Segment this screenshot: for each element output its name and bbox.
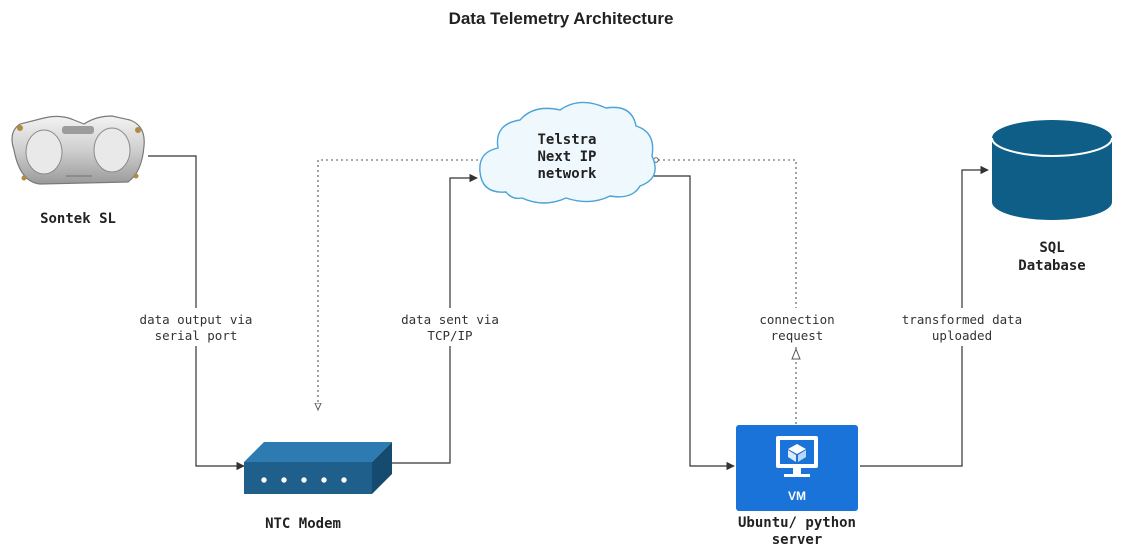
edge-label-server-to-cloud: connection request (748, 308, 846, 346)
cloud-label-line: Telstra (537, 132, 596, 148)
telstra-cloud-node: Telstra Next IP network (479, 101, 656, 204)
edge-label-line: TCP/IP (427, 328, 472, 343)
edge-label-server-to-database: transformed data uploaded (886, 308, 1038, 346)
database-icon (991, 120, 1113, 220)
edge-cloud-to-server (647, 175, 735, 471)
node-label-server-line: server (772, 532, 823, 548)
cloud-label-line: Next IP (537, 149, 596, 165)
node-label-database-line: Database (1018, 258, 1085, 274)
edge-label-line: request (771, 328, 824, 343)
edge-label-line: connection (759, 312, 834, 327)
ubuntu-server-node: VM Ubuntu/ python server (736, 425, 858, 548)
vm-badge: VM (788, 489, 806, 503)
sql-database-node: SQL Database (991, 120, 1113, 274)
ntc-modem-node: NTC Modem (244, 442, 392, 532)
sontek-sensor-node: Sontek SL (11, 115, 145, 227)
modem-icon (244, 442, 392, 494)
edge-server-to-cloud-dotted (653, 157, 797, 424)
edge-label-line: data sent via (401, 312, 499, 327)
edge-label-line: transformed data (902, 312, 1022, 327)
edge-label-line: data output via (140, 312, 253, 327)
node-label-modem: NTC Modem (265, 516, 341, 532)
node-label-server-line: Ubuntu/ python (738, 515, 856, 531)
diagram-title: Data Telemetry Architecture (449, 9, 674, 28)
sonar-sensor-icon (11, 115, 145, 185)
connection-request-arrowhead (791, 347, 801, 360)
node-label-sensor: Sontek SL (40, 211, 116, 227)
edge-label-sensor-to-modem: data output via serial port (118, 308, 274, 346)
edge-label-modem-to-cloud: data sent via TCP/IP (385, 308, 515, 346)
edge-label-line: serial port (155, 328, 238, 343)
node-label-database-line: SQL (1039, 240, 1064, 256)
edge-label-line: uploaded (932, 328, 992, 343)
cloud-icon (479, 101, 656, 204)
cloud-label-line: network (537, 166, 597, 182)
edge-cloud-to-modem-dotted (318, 159, 488, 410)
monitor-icon (776, 436, 818, 477)
